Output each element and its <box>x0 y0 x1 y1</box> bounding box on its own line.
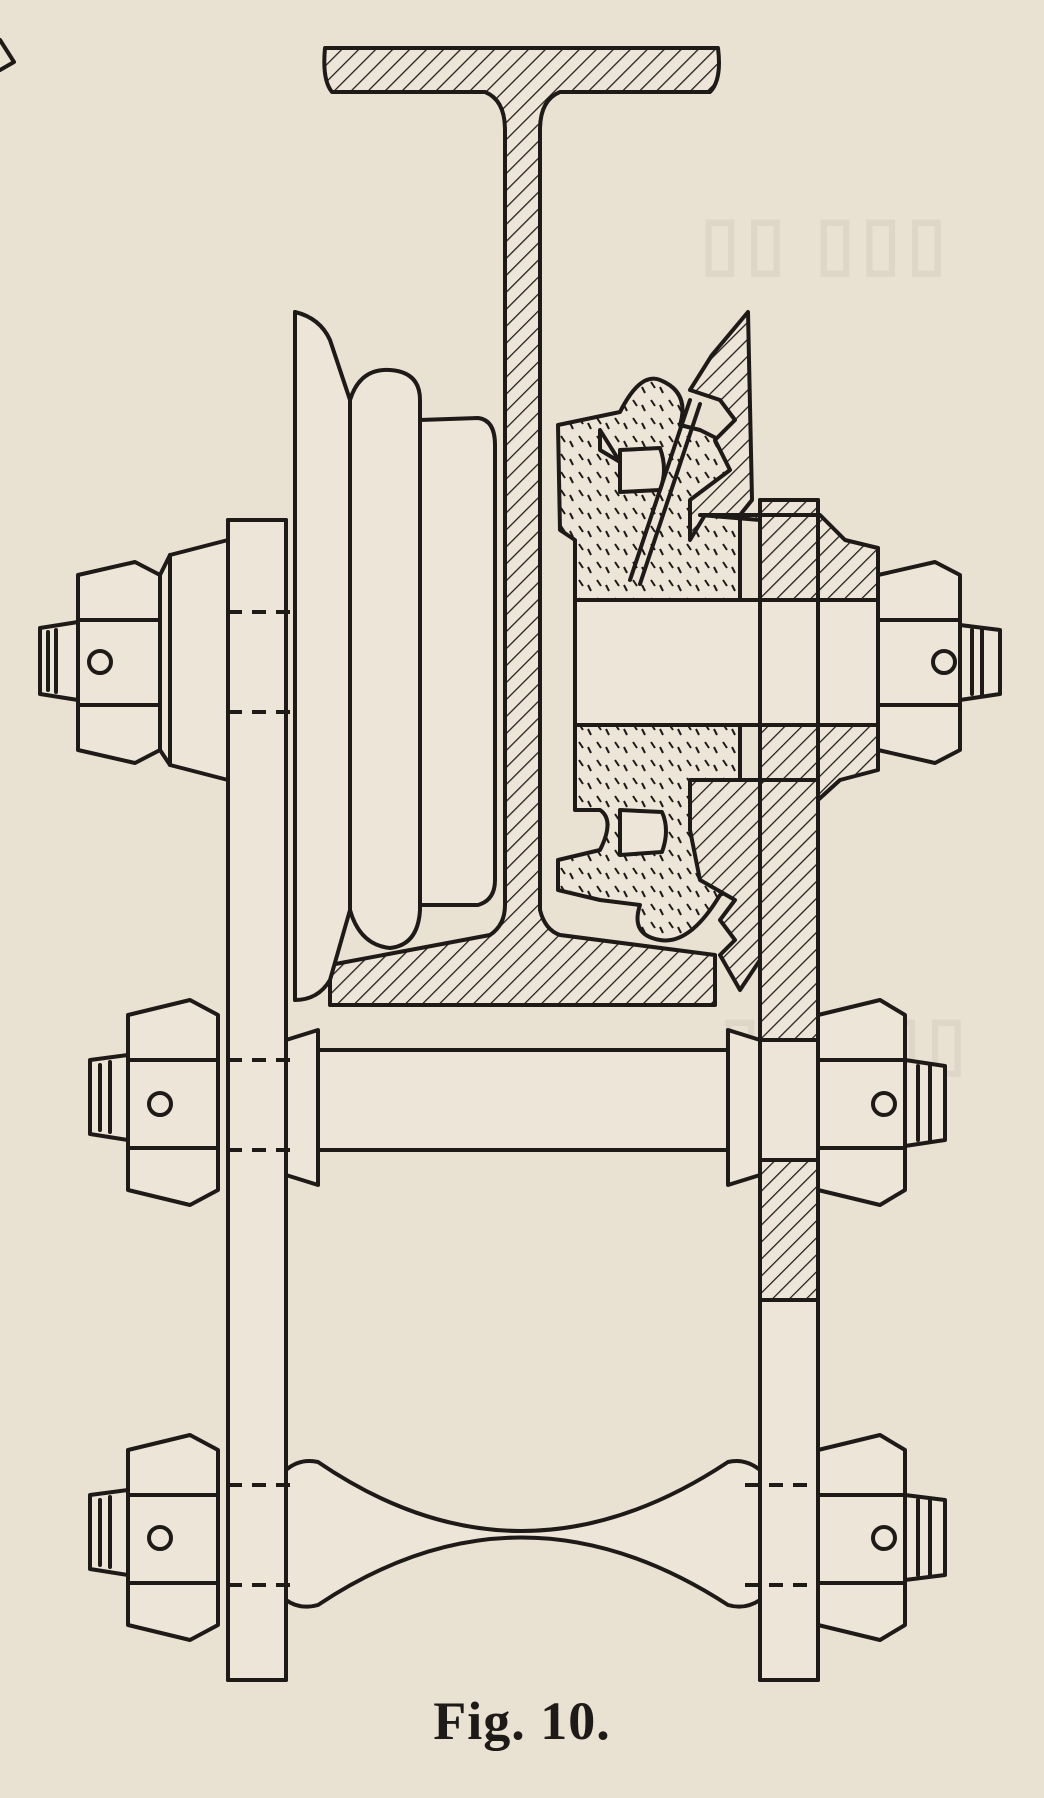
bleed-through-text: ▯▯ ▯▯▯ <box>700 203 953 283</box>
i-beam-rail <box>322 46 721 1007</box>
left-plate-outline <box>226 518 288 1682</box>
stray-mark <box>0 38 16 72</box>
figure-caption: Fig. 10. <box>433 1691 611 1751</box>
upper-right-bolt <box>876 560 1002 765</box>
hub-guard <box>688 310 880 992</box>
upper-left-bolt <box>38 553 172 767</box>
right-plate-outline <box>758 498 820 1682</box>
running-wheel <box>293 310 497 1002</box>
